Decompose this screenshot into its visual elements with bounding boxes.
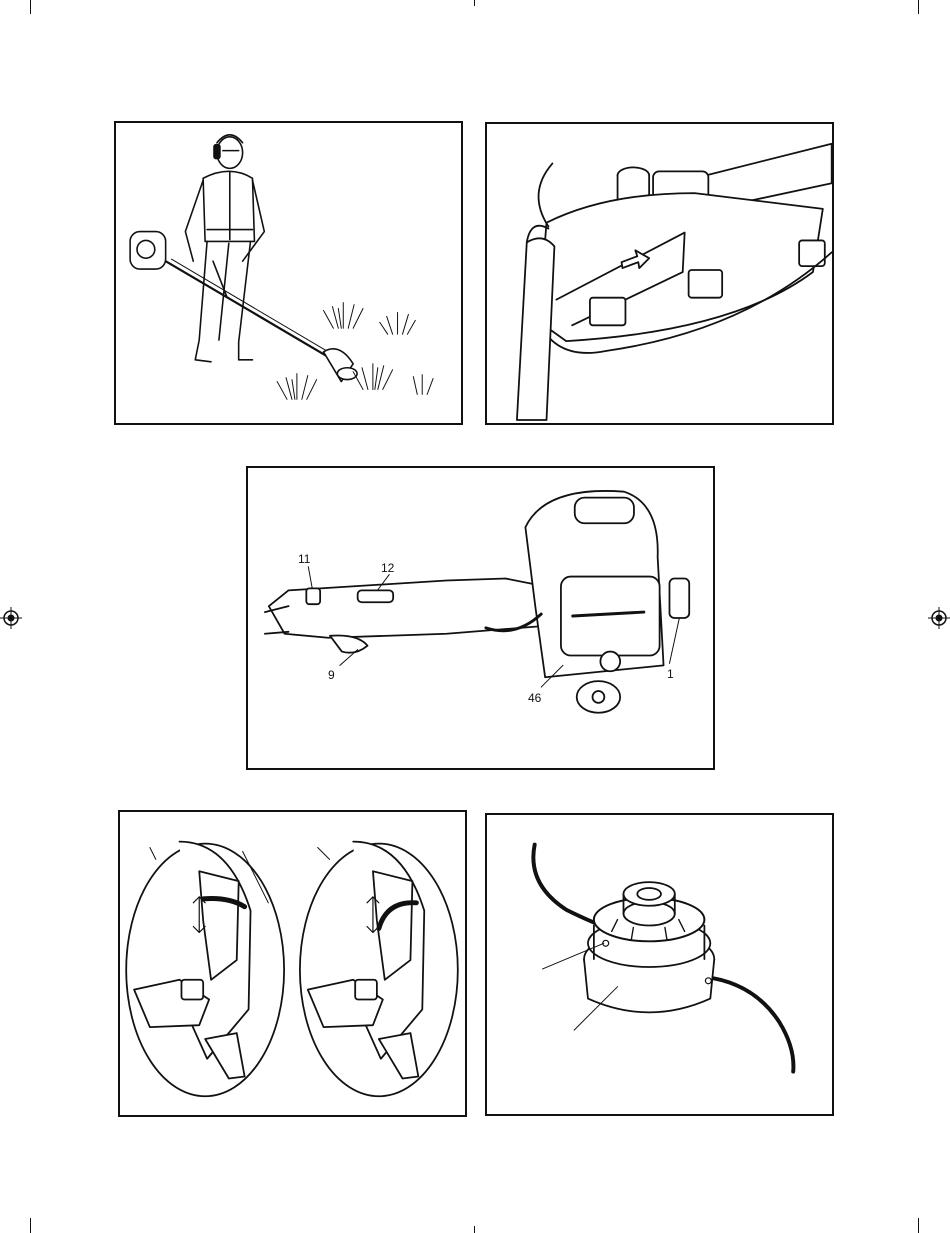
engine-illustration	[248, 468, 713, 768]
spool-illustration	[487, 815, 832, 1114]
throttle-illustration	[120, 812, 465, 1115]
crop-mark-icon	[30, 1218, 31, 1233]
crop-mark-icon	[918, 0, 919, 14]
operator-using-trimmer-figure	[114, 121, 463, 425]
callout-label: 1	[667, 668, 674, 680]
cutting-attachment-guard-figure	[485, 122, 834, 425]
engine-and-handle-figure: 11 12 9 46 1	[246, 466, 715, 770]
callout-label: 46	[528, 692, 541, 704]
crop-mark-icon	[474, 1226, 475, 1233]
crop-mark-icon	[918, 1218, 919, 1233]
crop-mark-icon	[30, 0, 31, 14]
crop-mark-icon	[474, 0, 475, 6]
registration-mark-icon	[928, 607, 950, 629]
registration-mark-icon	[0, 607, 22, 629]
callout-label: 9	[328, 669, 335, 681]
guard-illustration	[487, 124, 832, 423]
callout-label: 11	[298, 553, 310, 565]
throttle-lock-positions-figure	[118, 810, 467, 1117]
operator-illustration	[116, 123, 461, 423]
callout-label: 12	[381, 562, 394, 574]
trimmer-head-spool-figure	[485, 813, 834, 1116]
